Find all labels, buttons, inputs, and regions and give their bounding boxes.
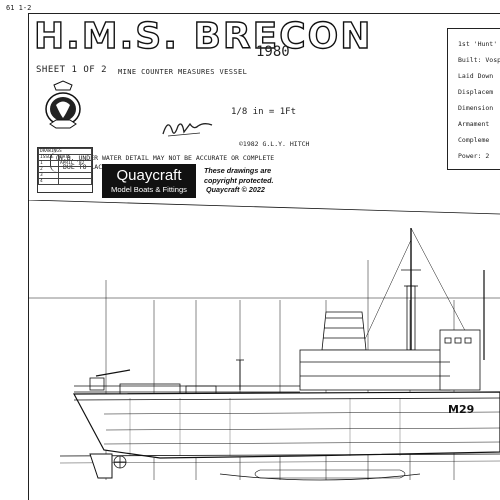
spec-line: Laid Down — [458, 72, 494, 80]
spec-line: Displacem — [458, 88, 494, 96]
border-line-top — [28, 13, 500, 14]
brand-subtitle: Model Boats & Fittings — [111, 185, 187, 194]
hull-number: M29 — [448, 403, 474, 416]
date-cell — [57, 178, 93, 185]
spec-line: Built: Vosp — [458, 56, 500, 64]
spec-line: Power: 2 — [458, 152, 490, 160]
drawing-year: 1980 — [256, 44, 290, 60]
protection-line: Quaycraft © 2022 — [206, 185, 265, 194]
brand-name: Quaycraft — [116, 167, 182, 184]
note-line-1: (N.B. UNDER WATER DETAIL MAY NOT BE ACCU… — [55, 154, 275, 162]
ship-title: H.M.S. BRECON — [33, 15, 373, 57]
issue-cell: 4 — [38, 178, 59, 185]
protection-line: These drawings are — [204, 166, 272, 175]
ship-crest-badge — [45, 80, 81, 129]
spec-line: Dimension — [458, 104, 494, 112]
sheet-reference: 61 1-2 — [6, 4, 32, 12]
copyright-protection-notice: These drawings are copyright protected. … — [204, 166, 304, 195]
spec-line: Compleme — [458, 136, 490, 144]
spec-line: 1st 'Hunt' — [458, 40, 498, 48]
border-line-left — [28, 13, 29, 500]
quaycraft-logo: Quaycraft Model Boats & Fittings — [102, 164, 196, 198]
signature-icon — [162, 122, 213, 137]
spec-line: Armament — [458, 120, 490, 128]
drawing-scale: 1/8 in = 1Ft — [231, 107, 297, 117]
ship-profile-drawing: M29 — [27, 200, 500, 481]
specification-box — [447, 28, 500, 170]
drawing-copyright: ©1982 G.L.Y. HITCH — [239, 140, 310, 148]
sheet-number: SHEET 1 OF 2 — [36, 65, 108, 75]
protection-line: copyright protected. — [204, 175, 274, 185]
vessel-type: MINE COUNTER MEASURES VESSEL — [118, 68, 248, 76]
